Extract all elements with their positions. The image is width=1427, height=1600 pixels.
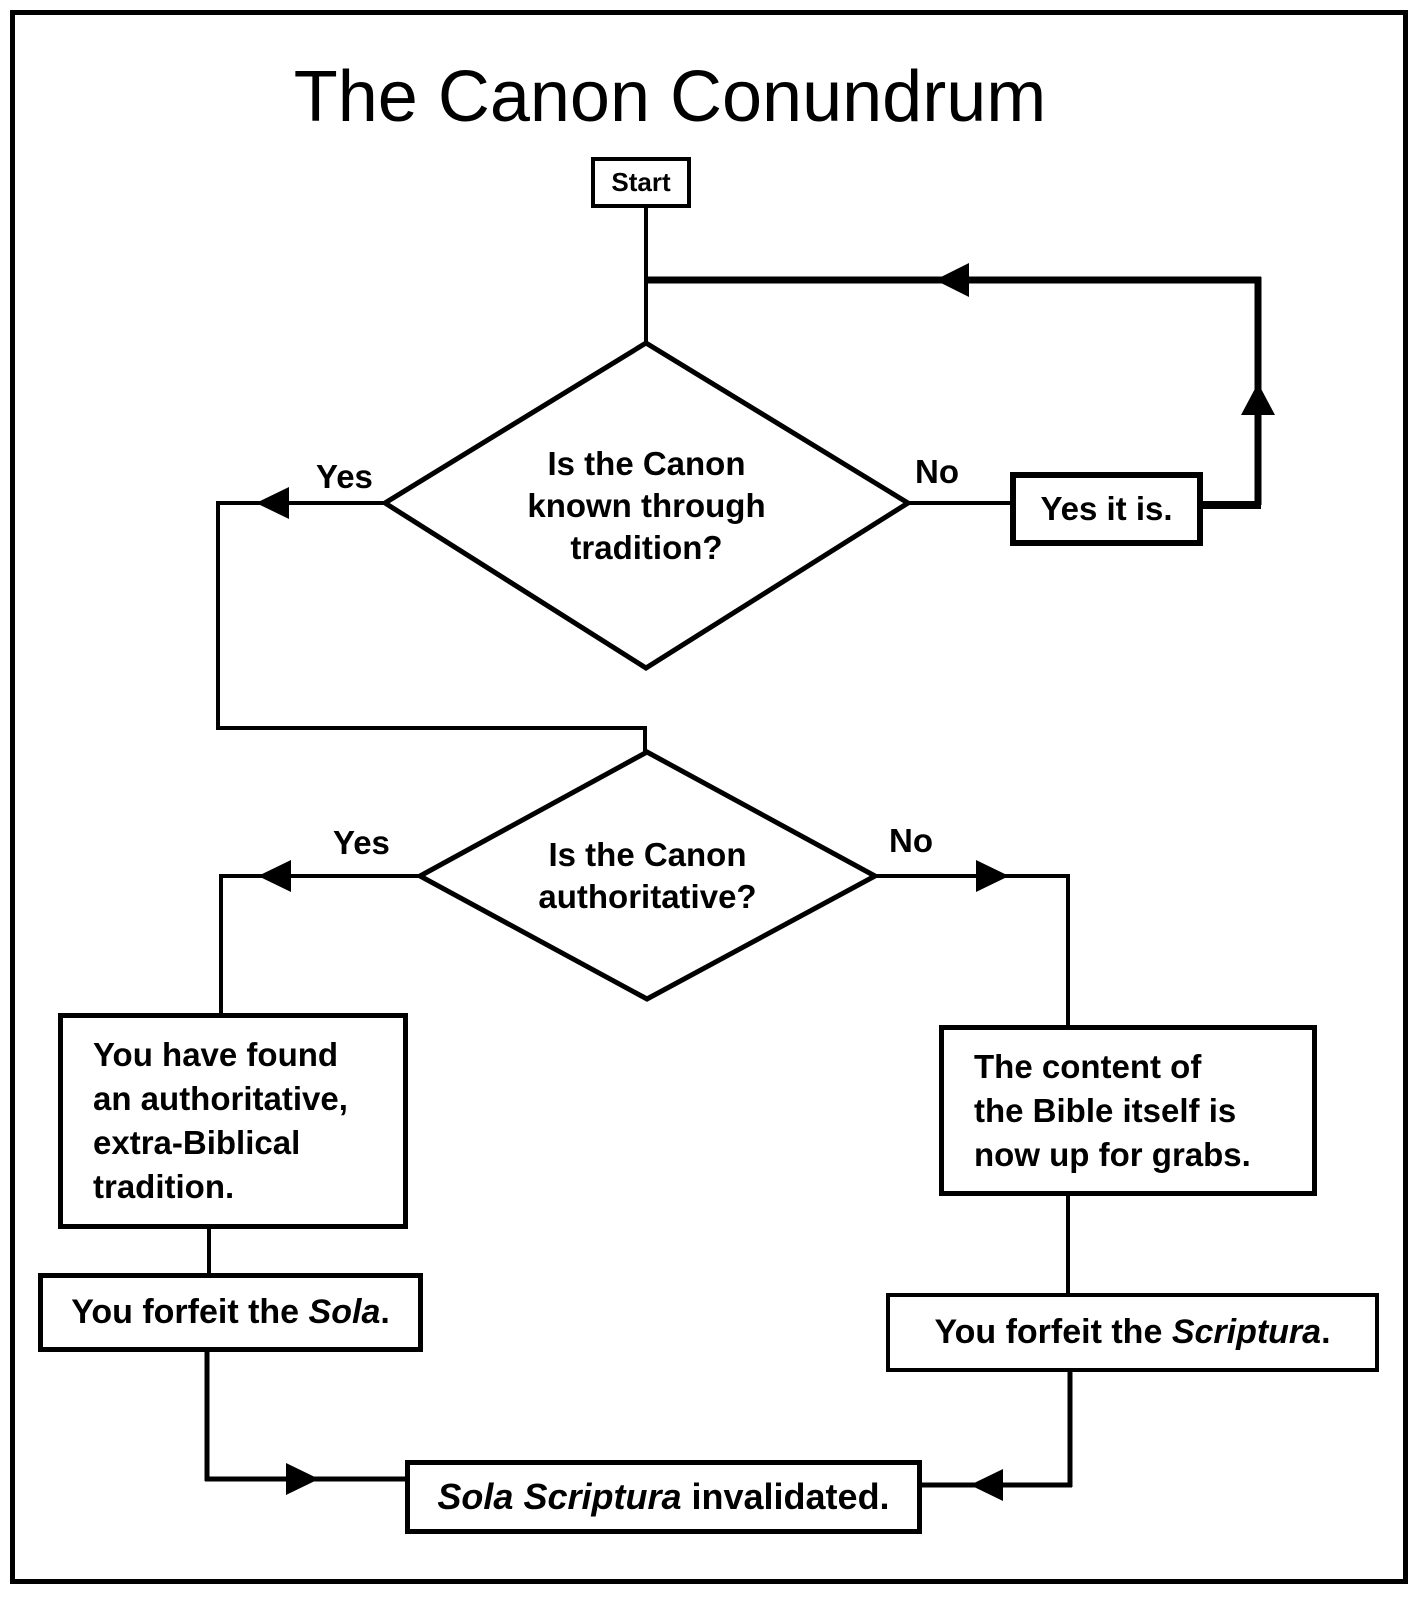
arrowhead-left-loop-icon — [935, 263, 969, 297]
decision1-no-label: No — [915, 453, 959, 490]
found-tradition-line: an authoritative, — [93, 1080, 348, 1117]
content-grabs-node: The content of the Bible itself is now u… — [939, 1025, 1317, 1196]
decision2-line: Is the Canon — [548, 835, 747, 873]
page-title: The Canon Conundrum — [293, 57, 1047, 137]
decision1-line: Is the Canon — [547, 444, 746, 482]
forfeit-scriptura-node: You forfeit the Scriptura. — [886, 1293, 1379, 1372]
arrowhead-right-into-invalidated-icon — [286, 1463, 319, 1495]
found-tradition-line: extra-Biblical — [93, 1124, 301, 1161]
forfeit-sola-node: You forfeit the Sola. — [38, 1273, 423, 1352]
decision1-yes-label: Yes — [316, 458, 373, 495]
invalidated-node: Sola Scriptura invalidated. — [405, 1460, 922, 1534]
arrowhead-left-decision1-yes-icon — [256, 487, 289, 519]
forfeit-scriptura-suffix: . — [1321, 1313, 1331, 1351]
arrowhead-left-decision2-yes-icon — [258, 860, 291, 892]
arrowhead-right-decision2-no-icon — [976, 860, 1009, 892]
forfeit-scriptura-prefix: You forfeit the — [934, 1313, 1172, 1351]
found-tradition-line: You have found — [93, 1036, 339, 1073]
arrowhead-left-into-invalidated-icon — [970, 1469, 1003, 1501]
forfeit-sola-text: You forfeit the Sola. — [71, 1293, 390, 1332]
content-grabs-line: now up for grabs. — [974, 1135, 1251, 1173]
start-node: Start — [591, 157, 691, 208]
arrowhead-up-loop-icon — [1241, 383, 1275, 415]
decision1-line: known through — [527, 486, 766, 524]
decision1-diamond — [380, 340, 913, 671]
forfeit-sola-prefix: You forfeit the — [71, 1293, 309, 1331]
decision2-line: authoritative? — [538, 877, 757, 915]
invalidated-text: Sola Scriptura invalidated. — [437, 1476, 889, 1518]
outer-border — [10, 10, 1408, 1584]
decision2-diamond — [414, 749, 881, 1002]
found-tradition-line: tradition. — [93, 1168, 235, 1205]
found-tradition-node: You have found an authoritative, extra-B… — [58, 1013, 408, 1229]
content-grabs-line: the Bible itself is — [974, 1091, 1237, 1129]
forfeit-scriptura-italic: Scriptura — [1171, 1313, 1322, 1351]
invalidated-suffix: invalidated. — [681, 1476, 890, 1517]
forfeit-scriptura-text: You forfeit the Scriptura. — [934, 1313, 1330, 1352]
content-grabs-line: The content of — [974, 1047, 1202, 1085]
decision2-text: Is the Canon authoritative? — [420, 752, 875, 999]
decision2-yes-label: Yes — [333, 824, 390, 861]
yes-it-is-node: Yes it is. — [1010, 472, 1203, 546]
decision2-no-label: No — [889, 822, 933, 859]
start-label: Start — [611, 167, 671, 197]
invalidated-italic: Sola Scriptura — [437, 1476, 682, 1517]
forfeit-sola-italic: Sola — [308, 1293, 381, 1331]
yes-it-is-label: Yes it is. — [1040, 490, 1173, 527]
forfeit-sola-suffix: . — [380, 1293, 390, 1331]
decision1-text: Is the Canon known through tradition? — [385, 343, 908, 668]
decision1-line: tradition? — [570, 528, 723, 566]
